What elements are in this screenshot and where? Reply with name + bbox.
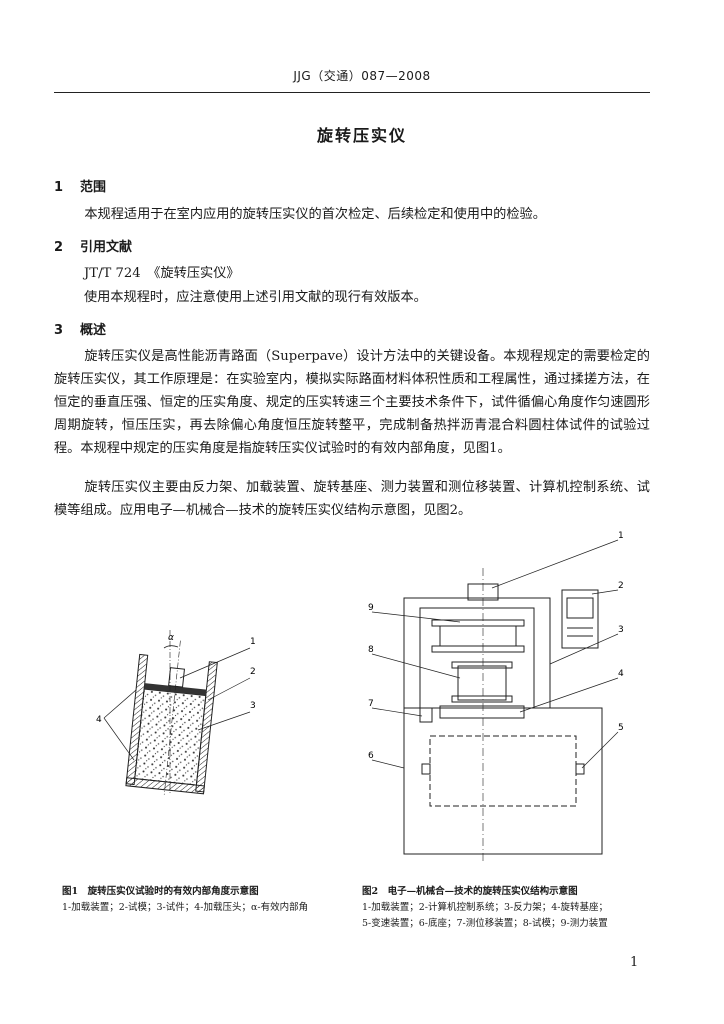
page-number: 1 — [630, 955, 639, 970]
leader-4b — [103, 717, 135, 761]
variable-speed-device — [429, 735, 577, 807]
figure-1-label-3: 3 — [250, 701, 256, 711]
leader-7 — [371, 707, 423, 717]
section-title: 引用文献 — [80, 240, 133, 255]
section-number: 1 — [54, 180, 64, 195]
load-plate-lower — [431, 645, 525, 653]
control-system — [561, 589, 599, 649]
figure-1-label-2: 2 — [250, 667, 256, 677]
base-cabinet — [403, 707, 603, 855]
overview-paragraph-2: 旋转压实仪主要由反力架、加载装置、旋转基座、测力装置和测位移装置、计算机控制系统… — [54, 480, 650, 518]
figure-2-label-6: 6 — [368, 751, 374, 761]
leader-4a — [103, 689, 137, 719]
figure-2-caption: 图2 电子—机械合—技术的旋转压实仪结构示意图 1-加载装置；2-计算机控制系统… — [362, 884, 662, 932]
figure-2-label-7: 7 — [368, 699, 374, 709]
reaction-frame — [403, 597, 551, 709]
running-header: JJG（交通）087—2008 — [293, 69, 431, 83]
scope-paragraph: 本规程适用于在室内应用的旋转压实仪的首次检定、后续检定和使用中的检验。 — [84, 207, 546, 222]
figure-2-label-8: 8 — [368, 645, 374, 655]
section-3-heading: 3 概述 — [54, 319, 106, 338]
figure-2-label-4: 4 — [618, 669, 624, 679]
leader-5 — [581, 731, 619, 769]
figure-1-caption-title: 图1 旋转压实仪试验时的有效内部角度示意图 — [62, 886, 259, 897]
leader-1 — [491, 539, 619, 589]
section-number: 3 — [54, 323, 64, 338]
figure-2-caption-title: 图2 电子—机械合—技术的旋转压实仪结构示意图 — [362, 886, 578, 897]
leader-1 — [179, 647, 251, 679]
figure-2-label-1: 1 — [618, 531, 624, 541]
section-title: 概述 — [80, 323, 107, 338]
leader-9 — [371, 611, 461, 623]
leader-8 — [371, 653, 461, 679]
section-1-heading: 1 范围 — [54, 176, 106, 195]
figure-1-caption-body: 1-加载装置；2-试模；3-试件；4-加载压头；α-有效内部角 — [62, 902, 309, 913]
section-title: 范围 — [80, 180, 107, 195]
figure-2-label-5: 5 — [618, 723, 624, 733]
figure-2-label-2: 2 — [618, 581, 624, 591]
figure-1-label-4: 4 — [96, 715, 102, 725]
displacement-sensor — [419, 707, 433, 723]
rotating-base — [439, 705, 525, 719]
mold-axis — [163, 640, 181, 795]
reference-item: JT/T 724 《旋转压实仪》 — [84, 266, 240, 281]
leader-4 — [519, 677, 619, 713]
alpha-label: α — [168, 633, 174, 643]
figure-2-label-9: 9 — [368, 603, 374, 613]
overview-paragraph-1: 旋转压实仪是高性能沥青路面（Superpave）设计方法中的关键设备。本规程规定… — [54, 349, 650, 456]
figure-2-label-3: 3 — [618, 625, 624, 635]
mold — [457, 665, 507, 701]
angle-arc — [163, 645, 179, 649]
reaction-frame-inner — [419, 607, 535, 709]
page-title: 旋转压实仪 — [316, 126, 407, 145]
figure-2-diagram: 1 2 3 4 5 6 7 8 9 — [368, 531, 624, 862]
leader-2 — [591, 589, 619, 595]
leader-6 — [371, 759, 405, 769]
section-2-heading: 2 引用文献 — [54, 236, 132, 255]
load-plate-upper — [431, 619, 525, 627]
leader-3 — [549, 633, 619, 665]
reference-note: 使用本规程时，应注意使用上述引用文献的现行有效版本。 — [84, 290, 427, 305]
leader-3 — [197, 711, 251, 731]
figure-2-caption-line-1: 1-加载装置；2-计算机控制系统；3-反力架；4-旋转基座； — [362, 902, 609, 913]
leader-2 — [207, 677, 251, 701]
figure-1-label-1: 1 — [250, 637, 256, 647]
figure-1-caption: 图1 旋转压实仪试验时的有效内部角度示意图 1-加载装置；2-试模；3-试件；4… — [62, 884, 312, 916]
figure-2-caption-line-2: 5-变速装置；6-底座；7-测位移装置；8-试模；9-测力装置 — [362, 918, 608, 929]
section-number: 2 — [54, 240, 64, 255]
header-rule — [54, 92, 650, 93]
figure-1-diagram: α 1 2 3 4 — [96, 630, 256, 795]
